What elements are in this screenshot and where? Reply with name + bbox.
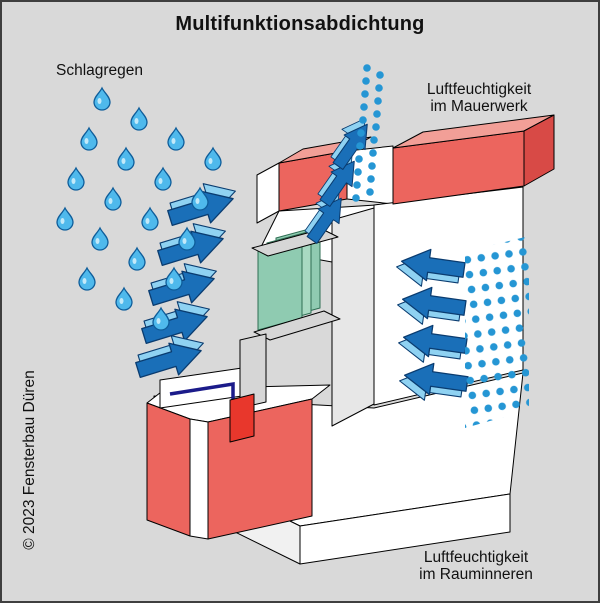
rain-drop: [93, 87, 111, 111]
masonry-top-left-side: [256, 162, 280, 224]
humidity-dot: [368, 162, 376, 170]
masonry-block-top-right: [392, 114, 555, 205]
humidity-dot: [367, 175, 375, 183]
rain-drop: [80, 127, 98, 151]
humidity-dot: [373, 110, 381, 118]
humidity-dot: [361, 90, 369, 98]
rain-drop: [115, 287, 133, 311]
vapor-barrier-line: [169, 381, 235, 400]
label-room-humidity: Luftfeuchtigkeit im Rauminneren: [400, 549, 552, 584]
driving-rain-arrows: [130, 174, 243, 387]
label-room-humidity-line1: Luftfeuchtigkeit: [423, 549, 529, 566]
humidity-dot: [354, 168, 362, 176]
rain-drop: [128, 247, 146, 271]
masonry-bottom-right-face: [207, 398, 313, 540]
label-driving-rain: Schlagregen: [56, 62, 144, 79]
rain-drop: [165, 267, 183, 291]
rain-drop: [104, 187, 122, 211]
rain-drop: [78, 267, 96, 291]
humidity-dot: [360, 103, 368, 111]
room-humidity-dot-field: [465, 236, 529, 428]
label-room-humidity-line2: im Rauminneren: [419, 566, 533, 584]
humidity-dot: [376, 71, 384, 79]
rain-drop: [154, 167, 172, 191]
humidity-dot: [362, 77, 370, 85]
humidity-dot: [366, 188, 374, 196]
humidity-dot: [374, 97, 382, 105]
copyright-vertical: © 2023 Fensterbau Düren: [21, 370, 38, 550]
joint-seal: [229, 393, 255, 443]
label-masonry-humidity: Luftfeuchtigkeit im Mauerwerk: [404, 81, 554, 116]
rain-drop: [167, 127, 185, 151]
label-masonry-humidity-line1: Luftfeuchtigkeit: [426, 81, 532, 98]
masonry-joint-strip: [189, 418, 209, 540]
humidity-dot: [370, 136, 378, 144]
diagram-title: Multifunktionsabdichtung: [175, 13, 425, 35]
humidity-dot: [355, 155, 363, 163]
masonry-bottom-left-face: [146, 402, 191, 537]
rain-drop: [130, 107, 148, 131]
humidity-dot: [353, 181, 361, 189]
label-masonry-humidity-line2: im Mauerwerk: [430, 98, 528, 116]
rain-drop: [117, 147, 135, 171]
humidity-dot: [372, 123, 380, 131]
rain-drop: [204, 147, 222, 171]
rain-drop: [91, 227, 109, 251]
humidity-dot: [375, 84, 383, 92]
humidity-dot: [356, 142, 364, 150]
window-reveal-face: [331, 207, 375, 427]
rain-drop: [56, 207, 74, 231]
masonry-top-right-side: [523, 114, 555, 187]
window: [229, 225, 341, 443]
humidity-dot: [369, 149, 377, 157]
humidity-dot: [352, 194, 360, 202]
humidity-dot: [363, 64, 371, 72]
window-frame-post: [239, 333, 267, 409]
humidity-dot: [359, 116, 367, 124]
rain-drop: [67, 167, 85, 191]
rain-drop: [141, 207, 159, 231]
rain-drop: [152, 307, 170, 331]
humidity-dot: [357, 129, 365, 137]
